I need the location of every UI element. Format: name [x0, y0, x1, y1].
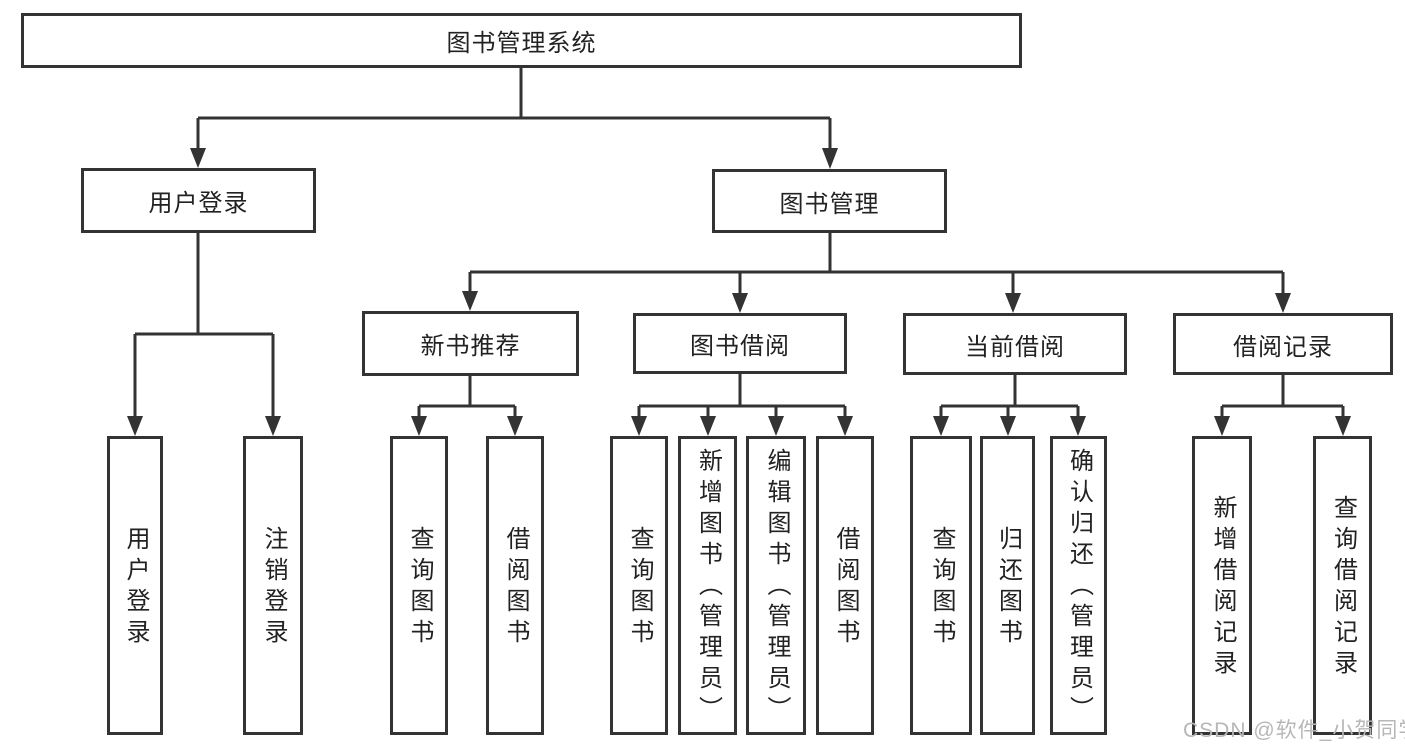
- leaf-query-borrow-record: 查询借阅记录: [1313, 436, 1372, 735]
- leaf-query-books-borrow: 查询图书: [610, 436, 668, 735]
- leaf-add-borrow-record: 新增借阅记录: [1192, 436, 1252, 735]
- node-current-borrowing: 当前借阅: [903, 313, 1127, 375]
- node-book-management: 图书管理: [712, 169, 947, 233]
- leaf-logout: 注销登录: [243, 436, 303, 735]
- leaf-edit-books-admin: 编辑图书（管理员）: [746, 436, 806, 735]
- csdn-watermark: CSDN @软件_小贺同学: [1183, 719, 1405, 742]
- leaf-confirm-return-admin: 确认归还（管理员）: [1050, 436, 1107, 735]
- leaf-return-books: 归还图书: [980, 436, 1035, 735]
- leaf-user-login: 用户登录: [107, 436, 163, 735]
- leaf-query-books-current: 查询图书: [910, 436, 972, 735]
- leaf-query-books-recommend: 查询图书: [390, 436, 448, 735]
- node-new-book-recommend: 新书推荐: [362, 311, 579, 376]
- node-book-borrowing: 图书借阅: [633, 313, 847, 374]
- leaf-add-books-admin: 新增图书（管理员）: [678, 436, 737, 735]
- node-user-login: 用户登录: [81, 168, 316, 233]
- leaf-borrow-books-recommend: 借阅图书: [486, 436, 544, 735]
- node-library-management-system: 图书管理系统: [21, 13, 1022, 68]
- node-borrowing-records: 借阅记录: [1173, 313, 1393, 375]
- leaf-borrow-books: 借阅图书: [816, 436, 874, 735]
